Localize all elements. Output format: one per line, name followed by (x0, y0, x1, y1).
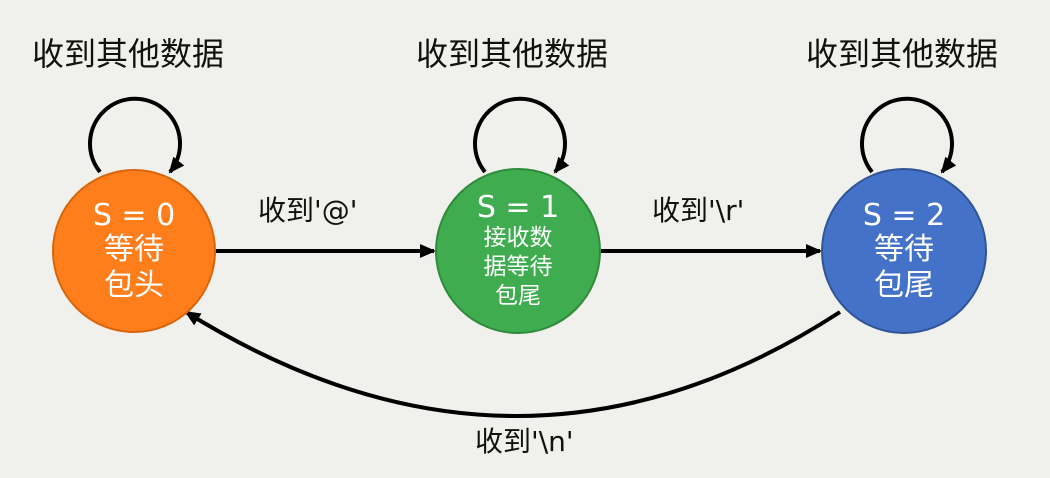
state-desc-line: 包尾 (495, 282, 541, 309)
state-node-s1: S = 1 接收数 据等待 包尾 (435, 168, 601, 334)
state-desc-line: 据等待 (483, 254, 553, 281)
state-node-s2: S = 2 等待 包尾 (821, 168, 987, 334)
state-node-s0: S = 0 等待 包头 (52, 169, 216, 333)
state-title: S = 1 (476, 190, 560, 226)
state-title: S = 0 (92, 197, 176, 233)
self-loop-label-s1: 收到其他数据 (416, 35, 609, 73)
self-loop-s0 (88, 96, 185, 174)
transition-label-s0-s1: 收到'@' (258, 194, 358, 227)
self-loop-label-s0: 收到其他数据 (32, 35, 225, 73)
state-desc-line: 等待 (104, 231, 164, 267)
transition-label-s1-s2: 收到'\r' (652, 194, 745, 227)
state-desc-line: 接收数 (483, 225, 553, 252)
self-loop-s1 (473, 96, 570, 174)
self-loop-label-s2: 收到其他数据 (806, 35, 999, 73)
state-desc-line: 包头 (104, 267, 164, 303)
transition-label-s2-s0: 收到'\n' (475, 425, 574, 458)
arrow-s2-to-s0 (184, 310, 842, 418)
state-title: S = 2 (862, 197, 946, 233)
self-loop-s2 (860, 96, 957, 174)
state-desc-line: 等待 (874, 231, 934, 267)
state-desc-line: 包尾 (874, 267, 934, 303)
